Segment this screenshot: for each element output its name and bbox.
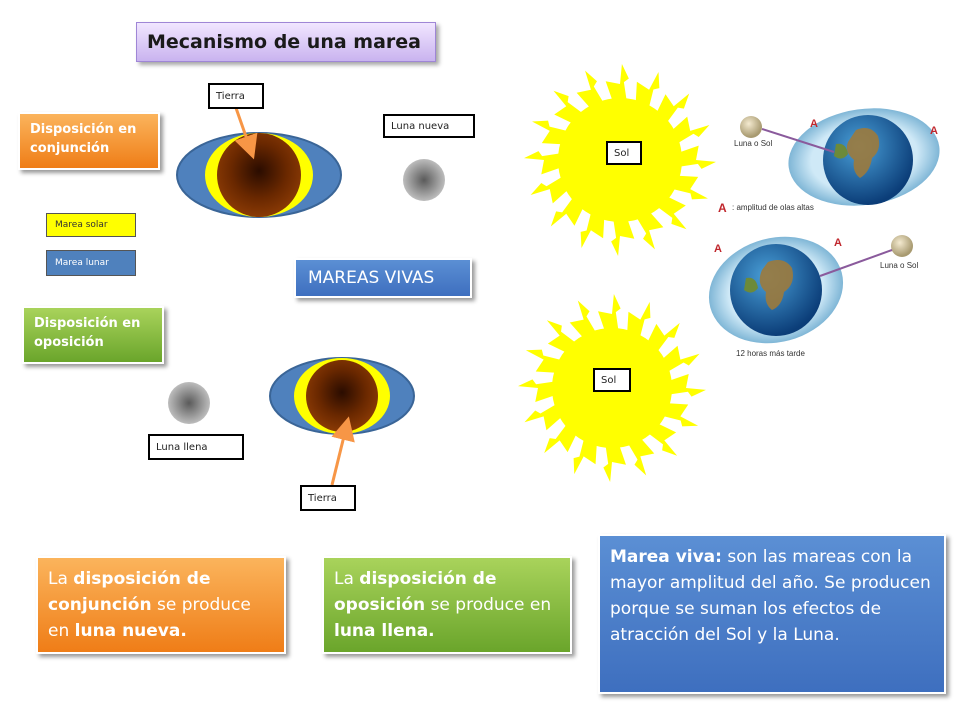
sun-ray <box>670 175 708 200</box>
sun-ray <box>573 436 597 475</box>
conjuncion-header: Disposición en conjunción <box>18 112 160 170</box>
sun-ray <box>611 217 635 256</box>
moon-full <box>168 382 210 424</box>
legend-lunar: Marea lunar <box>46 250 136 276</box>
legend-solar: Marea solar <box>46 213 136 237</box>
earth-system-oposicion <box>269 357 415 435</box>
sun-ray <box>660 403 699 427</box>
sun-ray <box>546 320 578 354</box>
earth-bottom <box>306 360 378 432</box>
svg-text:A: A <box>930 125 938 137</box>
fig-doce-horas: 12 horas más tarde <box>736 349 805 358</box>
sun-ray <box>660 345 700 373</box>
earth-tide-figure: Luna o Sol A A A : amplitud de olas alta… <box>708 108 940 358</box>
small-moon-1 <box>740 116 762 138</box>
sun-ray <box>627 301 651 340</box>
sun-ray <box>677 145 716 169</box>
conjuncion-box: La disposición de conjunción se produce … <box>36 556 286 654</box>
label-luna-nueva: Luna nueva <box>383 114 475 138</box>
moon-new <box>403 159 445 201</box>
arrow-tierra-top <box>234 107 258 160</box>
sun-ray <box>524 403 564 431</box>
sun-ray <box>667 374 706 397</box>
arrow-tierra-bottom <box>330 416 355 486</box>
label-luna-llena: Luna llena <box>148 434 244 460</box>
oposicion-header: Disposición en oposición <box>22 306 164 364</box>
sun-ray <box>635 210 664 250</box>
sun-ray <box>670 116 710 145</box>
sun-ray <box>598 294 621 333</box>
label-tierra-top: Tierra <box>208 83 264 109</box>
label-tierra-bottom: Tierra <box>300 485 356 511</box>
sun-bottom <box>518 294 706 482</box>
sun-ray <box>518 379 557 402</box>
sun-ray <box>646 322 680 354</box>
fig-luna-o-sol-1: Luna o Sol <box>734 139 772 148</box>
fig-luna-o-sol-2: Luna o Sol <box>880 261 918 270</box>
sun-ray <box>525 349 564 373</box>
svg-text:A: A <box>714 243 722 255</box>
sun-ray <box>635 72 660 110</box>
marea-viva-box: Marea viva: son las mareas con la mayor … <box>598 534 946 694</box>
sun-ray <box>532 120 570 145</box>
sun-ray <box>627 436 655 476</box>
sun-ray <box>544 422 578 454</box>
svg-text:A: A <box>718 201 727 215</box>
arrow-line-1 <box>761 128 835 153</box>
label-sol-bottom: Sol <box>593 368 631 392</box>
sun-ray <box>530 175 570 204</box>
earth-system-conjuncion <box>176 132 342 218</box>
svg-text:A: A <box>834 237 842 249</box>
arrow-line-2 <box>819 249 893 277</box>
sun-ray <box>605 64 629 103</box>
mareas-vivas-label: MAREAS VIVAS <box>294 258 472 298</box>
sun-ray <box>569 300 597 340</box>
sun-ray <box>580 210 605 248</box>
sun-ray <box>576 70 605 110</box>
page-title: Mecanismo de una marea <box>136 22 436 62</box>
svg-text:A: A <box>810 118 818 130</box>
sun-ray <box>524 151 563 175</box>
fig-amplitud: : amplitud de olas altas <box>732 203 814 212</box>
label-sol-top: Sol <box>606 141 642 165</box>
sun-ray <box>603 443 626 482</box>
oposicion-box: La disposición de oposición se produce e… <box>322 556 572 654</box>
small-moon-2 <box>891 235 913 257</box>
earth-top <box>217 133 301 217</box>
sun-ray <box>646 422 678 456</box>
